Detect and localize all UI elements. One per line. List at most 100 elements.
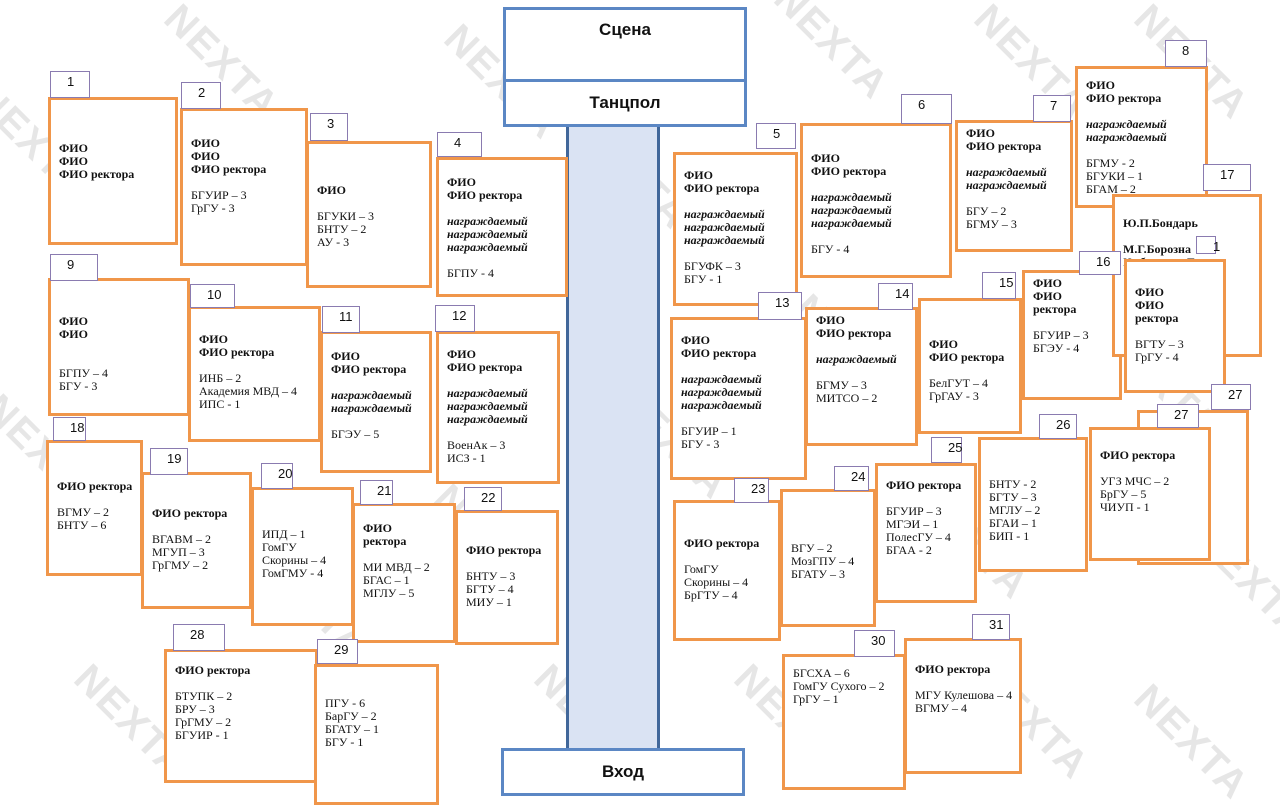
table-line: ФИО <box>59 154 88 168</box>
table-number: 27 <box>1157 404 1199 428</box>
table-line: ФИО ректора <box>1100 448 1176 462</box>
table-line: ГрГМУ – 2 <box>152 558 209 572</box>
table-number: 15 <box>982 272 1016 299</box>
table-line: ГомГУ <box>684 562 719 576</box>
table-line: ФИО <box>59 141 88 155</box>
table-line: ФИО <box>1135 285 1164 299</box>
table-line: ФИО ректора <box>915 662 991 676</box>
table-line: ФИО <box>199 332 228 346</box>
table-line: ФИО <box>447 347 476 361</box>
table-line: награждаемый <box>447 227 528 241</box>
table-line: награждаемый <box>811 203 892 217</box>
entrance-label: Вход <box>601 762 645 781</box>
table-line: ФИО ректора <box>152 506 228 520</box>
table-line: БГУИР - 1 <box>175 728 229 742</box>
table-line: награждаемый <box>331 388 412 402</box>
table-line: ФИО <box>966 126 995 140</box>
table-line: ректора <box>1033 302 1077 316</box>
table-line: ПолесГУ – 4 <box>886 530 951 544</box>
table-line: МГЛУ – 5 <box>363 586 415 600</box>
table-line: ВоенАк – 3 <box>447 438 506 452</box>
table-line: БНТУ - 2 <box>989 477 1037 491</box>
table-line: БарГУ – 2 <box>325 709 377 723</box>
table-line: БГУИР – 3 <box>1033 328 1089 342</box>
table-line: ГрГУ - 3 <box>191 201 235 215</box>
table-line: ФИО <box>1033 289 1062 303</box>
table-line: ФИО ректора <box>191 162 267 176</box>
table-line: ФИО ректора <box>684 536 760 550</box>
table-line: ФИО <box>811 151 840 165</box>
table-line: БрГУ – 5 <box>1100 487 1147 501</box>
table-line: награждаемый <box>811 190 892 204</box>
table-line: ГомГУ <box>262 540 297 554</box>
table-line: БГУ - 1 <box>325 735 364 749</box>
table-line: МИ МВД – 2 <box>363 560 430 574</box>
table-line: МИУ – 1 <box>466 595 512 609</box>
table-line: БГУФК – 3 <box>684 259 741 273</box>
table-line: ФИО <box>1135 298 1164 312</box>
table-line: БНТУ – 2 <box>317 222 367 236</box>
table-line: БГЭУ – 5 <box>331 427 380 441</box>
table-line: М.Г.Борозна <box>1123 242 1191 256</box>
table-line: МГУП – 3 <box>152 545 205 559</box>
table-line <box>59 341 179 354</box>
table-line: ФИО ректора <box>199 345 275 359</box>
table-line: ВГМУ – 2 <box>57 505 109 519</box>
table-line: БелГУТ – 4 <box>929 376 988 390</box>
table-number: 24 <box>834 466 869 491</box>
table-line: ГрГУ - 4 <box>1135 350 1179 364</box>
table-line: ФИО ректора <box>966 139 1042 153</box>
table-number: 6 <box>901 94 952 124</box>
table-line: МИТСО – 2 <box>816 391 878 405</box>
table-line: награждаемый <box>447 240 528 254</box>
table-line: награждаемый <box>681 398 762 412</box>
table-line: ФИО ректора <box>886 478 962 492</box>
table-line: награждаемый <box>331 401 412 415</box>
table-line: БГАТУ – 3 <box>791 567 845 581</box>
table-line: ФИО <box>447 175 476 189</box>
table-line: БГУИР – 1 <box>681 424 737 438</box>
table-number: 21 <box>360 480 393 505</box>
table-line: БГТУ – 4 <box>466 582 514 596</box>
table-line: БрГТУ – 4 <box>684 588 738 602</box>
table-line: Ю.П.Бондарь <box>1123 216 1198 230</box>
table-line: ФИО <box>1033 276 1062 290</box>
table-number: 19 <box>150 448 188 475</box>
table-line: БГМУ – 3 <box>966 217 1017 231</box>
table-line: награждаемый <box>966 165 1047 179</box>
table-line: ФИО ректора <box>816 326 892 340</box>
table-line: БГАА - 2 <box>886 543 932 557</box>
table-line: ФИО ректора <box>681 346 757 360</box>
table-line: ФИО <box>331 349 360 363</box>
table-line: ФИО ректора <box>59 167 135 181</box>
watermark-logo: NEXTA <box>765 0 898 109</box>
table-line: награждаемый <box>681 372 762 386</box>
table-line: награждаемый <box>1086 130 1167 144</box>
table-line: МГУ Кулешова – 4 <box>915 688 1013 702</box>
table-line: Скорины – 4 <box>684 575 749 589</box>
dance-floor-label: Танцпол <box>589 93 661 112</box>
table-number: 8 <box>1165 40 1207 67</box>
table-number: 20 <box>261 463 293 489</box>
table-line: ФИО ректора <box>1086 91 1162 105</box>
table-line: ректора <box>363 534 407 548</box>
table-line: ВГУ – 2 <box>791 541 833 555</box>
table-line: ФИО <box>1086 78 1115 92</box>
table-number: 16 <box>1079 251 1121 275</box>
table-number: 11 <box>322 306 360 333</box>
